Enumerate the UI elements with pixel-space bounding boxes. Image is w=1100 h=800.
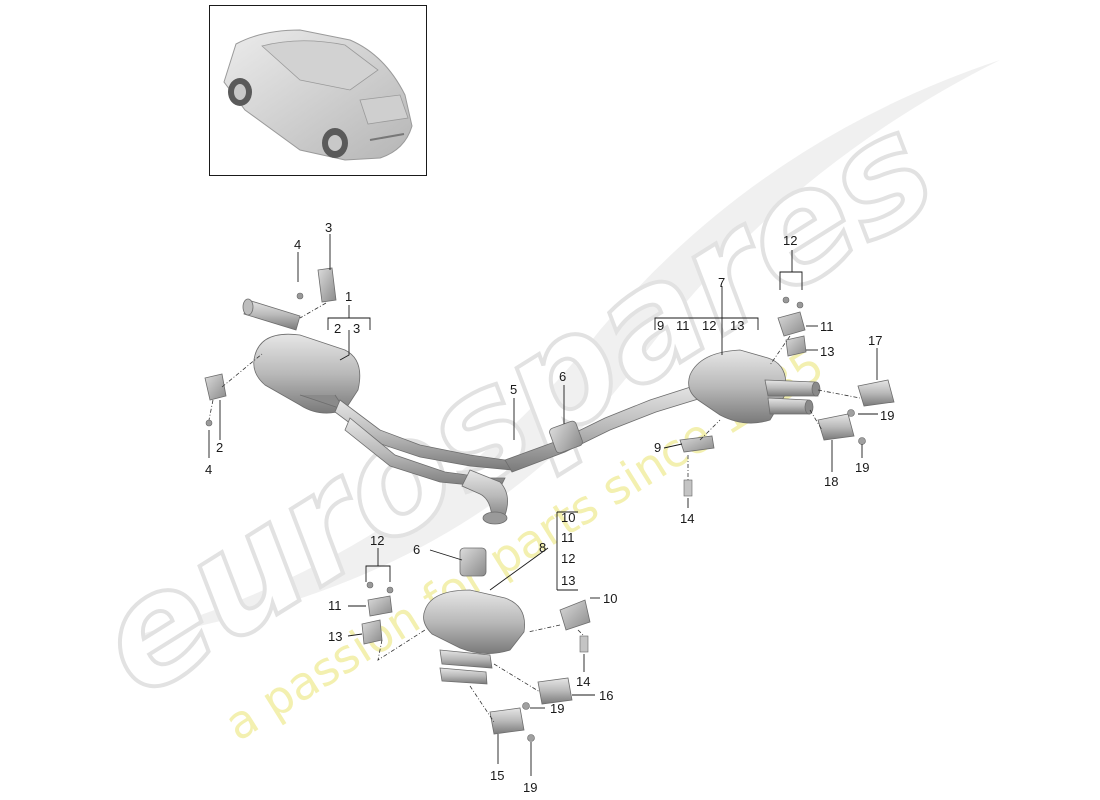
- callout-15: 15: [490, 768, 504, 783]
- tailpipe-tip-18: [817, 413, 855, 441]
- tailpipe-tip-16: [537, 677, 573, 705]
- watermark-swoosh: [120, 60, 1000, 640]
- rear-left-muffler: [361, 547, 591, 742]
- callout-13: 13: [820, 344, 834, 359]
- callout-14: 14: [576, 674, 590, 689]
- car-suv-rear-icon: [223, 29, 413, 161]
- rear-right-muffler: [679, 296, 895, 497]
- callout-6: 6: [559, 369, 566, 384]
- callout-1: 1: [345, 289, 352, 304]
- group-8-item: 10: [561, 510, 575, 525]
- callout-5: 5: [510, 382, 517, 397]
- callout-18: 18: [824, 474, 838, 489]
- front-hangers: [204, 267, 337, 427]
- group-7-item: 12: [702, 318, 716, 333]
- group-1-item: 3: [353, 321, 360, 336]
- callout-14: 14: [680, 511, 694, 526]
- callout-11: 11: [328, 598, 342, 613]
- callout-2: 2: [216, 440, 223, 455]
- group-7-item: 9: [657, 318, 664, 333]
- leader-lines: [208, 234, 878, 776]
- callout-10: 10: [603, 591, 617, 606]
- callout-11: 11: [820, 319, 834, 334]
- front-muffler: [253, 333, 361, 414]
- callout-4: 4: [205, 462, 212, 477]
- callout-13: 13: [328, 629, 342, 644]
- group-1-item: 2: [334, 321, 341, 336]
- callout-3: 3: [325, 220, 332, 235]
- tailpipe-tip-15: [489, 707, 525, 735]
- callout-7: 7: [718, 275, 725, 290]
- front-muffler-assembly: [242, 298, 709, 525]
- callout-19: 19: [550, 701, 564, 716]
- group-7-item: 11: [676, 318, 690, 333]
- callout-19: 19: [523, 780, 537, 795]
- callout-19: 19: [880, 408, 894, 423]
- callout-4: 4: [294, 237, 301, 252]
- vehicle-thumbnail: [209, 5, 427, 176]
- callout-19: 19: [855, 460, 869, 475]
- callout-16: 16: [599, 688, 613, 703]
- callout-8: 8: [539, 540, 546, 555]
- watermark: eurospares a passion for parts since 198…: [65, 60, 1000, 751]
- callout-labels: 1 2 3 3 4 2 4 5 6 7 9 11 12 13 12 11 13 …: [205, 220, 894, 795]
- callout-12: 12: [783, 233, 797, 248]
- group-7-item: 13: [730, 318, 744, 333]
- tailpipe-tip-17: [857, 379, 895, 407]
- group-8-item: 13: [561, 573, 575, 588]
- group-8-item: 11: [561, 530, 575, 545]
- callout-17: 17: [868, 333, 882, 348]
- callout-6: 6: [413, 542, 420, 557]
- group-8-item: 12: [561, 551, 575, 566]
- callout-9: 9: [654, 440, 661, 455]
- callout-12: 12: [370, 533, 384, 548]
